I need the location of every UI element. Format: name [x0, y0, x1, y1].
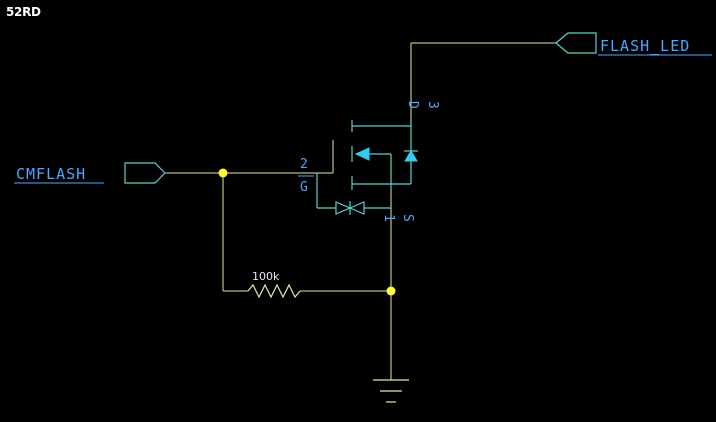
junction-dot-input	[218, 168, 228, 178]
port-cmflash-icon	[124, 162, 166, 184]
resistor-symbol	[247, 283, 301, 299]
wires	[165, 42, 556, 380]
page-label: 52RD	[6, 5, 41, 19]
pin-gate-name: G	[300, 180, 308, 195]
pin-drain-number: 3	[425, 101, 440, 109]
body-diode-icon	[404, 150, 418, 162]
zener-diode-icon	[335, 201, 365, 215]
pin-drain-name: D	[405, 101, 420, 109]
pin-gate-number: 2	[300, 157, 308, 172]
resistor-value: 100k	[252, 270, 280, 283]
junction-dot-source	[386, 286, 396, 296]
port-flash-led-icon	[555, 32, 597, 54]
mosfet-symbol	[316, 120, 412, 209]
mosfet-body-arrow	[354, 147, 370, 161]
net-label-cmflash: CMFLASH	[16, 165, 86, 183]
pin-source-number: 1	[381, 214, 396, 222]
net-label-flash-led: FLASH_LED	[600, 37, 690, 55]
ground-icon	[373, 379, 409, 403]
pin-source-name: S	[400, 214, 415, 222]
